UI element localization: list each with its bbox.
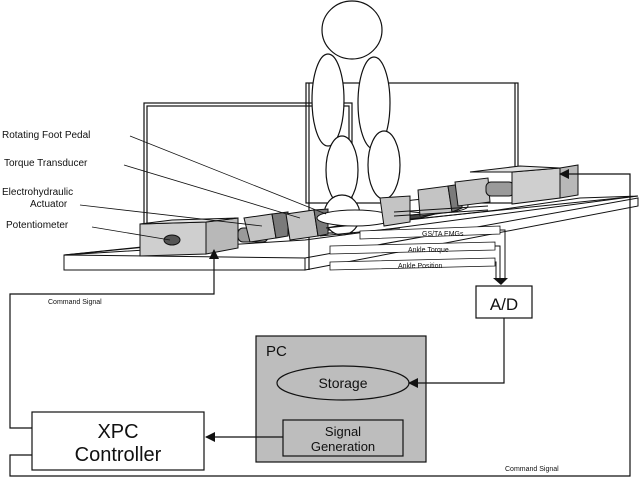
ad-block: A/D (475, 285, 533, 319)
rotating-foot-pedal-label: Rotating Foot Pedal (2, 130, 90, 141)
command-signal-left-label: Command Signal (48, 299, 102, 306)
signal-generation-label-line2: Generation (311, 439, 375, 454)
signal-generation-label-line1: Signal (325, 424, 361, 439)
ad-input-arrow (493, 278, 508, 285)
xpc-label-line1: XPC (97, 421, 138, 443)
potentiometer-leader (91, 226, 171, 241)
signal-to-ad-lines (495, 229, 506, 280)
ad-label: A/D (490, 295, 518, 314)
pc-block: PC Storage Signal Generation (255, 335, 427, 463)
human-figure (311, 0, 401, 236)
signal-strips (329, 225, 501, 271)
rotating-foot-pedal-leader (129, 135, 327, 215)
storage-label: Storage (318, 375, 367, 391)
ad-to-storage-arrow (408, 318, 505, 388)
ankle-torque-label: Ankle Torque (408, 247, 449, 254)
torque-transducer-leader (123, 164, 301, 219)
command-signal-left-line (9, 249, 219, 429)
ankle-position-label: Ankle Position (398, 263, 442, 270)
electrohydraulic-label-line1: Electrohydraulic (2, 187, 73, 198)
command-signal-bottom-label: Command Signal (505, 466, 559, 473)
xpc-label-line2: Controller (75, 444, 162, 466)
command-signal-bottom-line (9, 169, 631, 477)
pc-label: PC (266, 343, 287, 360)
gs-ta-emgs-label: GS/TA EMGs (422, 231, 464, 238)
torque-transducer-label: Torque Transducer (4, 158, 88, 169)
potentiometer-label: Potentiometer (6, 220, 69, 231)
signal-generation-box (282, 419, 404, 457)
potentiometer-dial (163, 234, 181, 246)
electrohydraulic-label-line2: Actuator (30, 199, 68, 210)
xpc-controller-block: XPC Controller (31, 411, 205, 471)
right-pedal-assembly (379, 164, 579, 227)
electrohydraulic-leader (79, 204, 263, 227)
